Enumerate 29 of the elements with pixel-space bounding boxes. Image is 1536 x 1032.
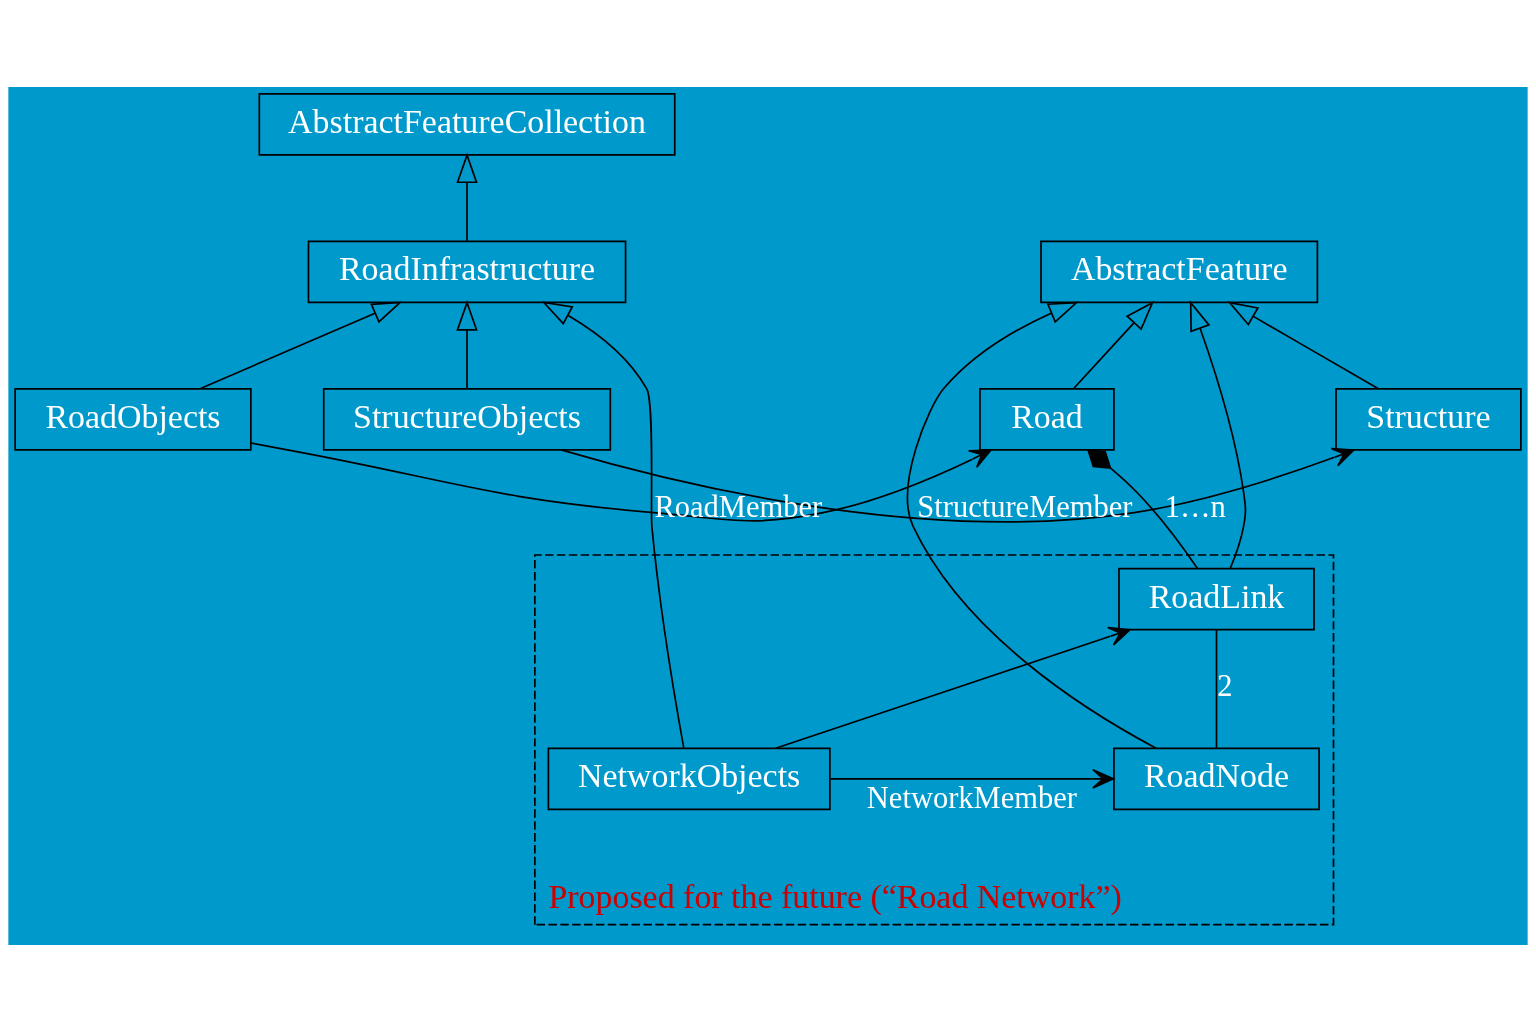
arrow — [774, 626, 1131, 750]
arrow — [1189, 300, 1247, 570]
connector — [1215, 629, 1218, 749]
node-box: NetworkObjects — [547, 747, 831, 811]
node-box: Road — [979, 387, 1115, 451]
edge-label: RoadMember — [654, 489, 823, 524]
node-box: Structure — [1335, 387, 1522, 451]
node-box: RoadLink — [1118, 567, 1315, 631]
node-box: StructureObjects — [322, 387, 612, 451]
node-box: AbstractFeatureCollection — [258, 92, 676, 156]
edge-label: 2 — [1217, 669, 1233, 704]
node-box: RoadObjects — [14, 387, 252, 451]
edge-label: NetworkMember — [866, 781, 1077, 816]
edge-label: 1…n — [1164, 489, 1226, 524]
arrow — [199, 301, 403, 390]
arrow — [541, 301, 685, 749]
arrow — [1227, 301, 1379, 390]
arrow — [1072, 300, 1155, 390]
connector — [1086, 449, 1199, 569]
arrow — [560, 447, 1355, 523]
edge-label: StructureMember — [917, 489, 1133, 524]
arrow — [456, 300, 478, 390]
arrow — [829, 768, 1115, 789]
node-box: RoadInfrastructure — [307, 240, 627, 304]
node-box: RoadNode — [1113, 747, 1320, 811]
node-box: AbstractFeature — [1040, 240, 1319, 304]
arrow — [456, 152, 478, 242]
arrow — [906, 301, 1157, 749]
arrow — [250, 442, 992, 522]
